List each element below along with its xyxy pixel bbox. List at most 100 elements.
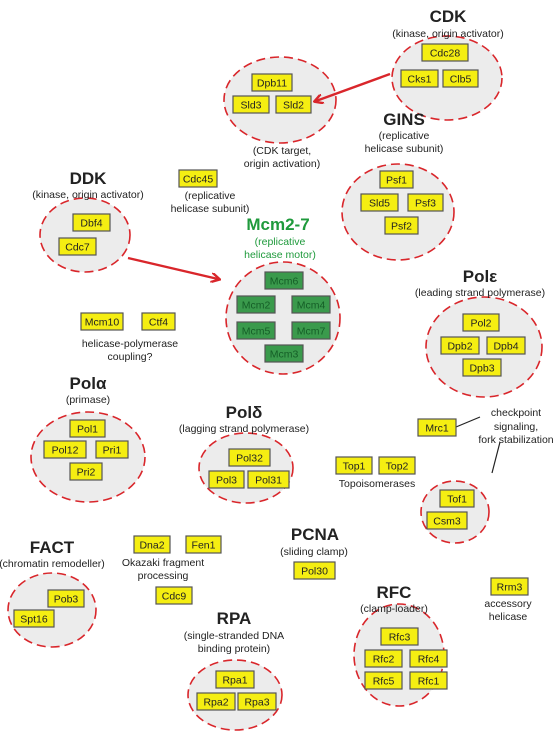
checkpoint-note-line3: fork stabilization <box>478 434 553 446</box>
svg-text:Pob3: Pob3 <box>54 594 79 606</box>
svg-text:Mcm7: Mcm7 <box>297 326 326 338</box>
protein-dna2: Dna2 <box>133 535 171 554</box>
protein-top2: Top2 <box>378 456 416 475</box>
svg-text:Pol12: Pol12 <box>52 445 79 457</box>
ddk-title: DDK <box>70 169 108 188</box>
pole-subtitle: (leading strand polymerase) <box>415 287 545 299</box>
svg-text:Mcm5: Mcm5 <box>242 326 271 338</box>
protein-rfc3: Rfc3 <box>380 627 419 646</box>
svg-text:Dna2: Dna2 <box>139 540 164 552</box>
svg-text:Mcm3: Mcm3 <box>270 349 299 361</box>
svg-text:Top2: Top2 <box>386 461 409 473</box>
accessory-note-line1: accessory <box>484 598 532 610</box>
svg-text:Rpa2: Rpa2 <box>203 697 228 709</box>
svg-text:Rfc4: Rfc4 <box>418 654 440 666</box>
protein-rfc4: Rfc4 <box>409 649 448 668</box>
mcm-subtitle-line2: helicase motor) <box>244 249 316 261</box>
protein-cdc7: Cdc7 <box>58 237 97 256</box>
protein-psf3: Psf3 <box>407 193 444 212</box>
ddk-cluster <box>39 197 131 273</box>
svg-text:Clb5: Clb5 <box>450 74 472 86</box>
gins-subtitle-line2: helicase subunit) <box>365 143 444 155</box>
svg-text:Rfc5: Rfc5 <box>373 676 395 688</box>
svg-text:Sld3: Sld3 <box>240 100 261 112</box>
protein-mcm6: Mcm6 <box>264 271 304 290</box>
accessory-note-line2: helicase <box>489 611 528 623</box>
svg-text:Pri2: Pri2 <box>77 467 96 479</box>
pola-subtitle: (primase) <box>66 394 110 406</box>
protein-rfc1: Rfc1 <box>409 671 448 690</box>
checkpoint-note-line2: signaling, <box>494 421 538 433</box>
svg-text:Cks1: Cks1 <box>408 74 432 86</box>
okazaki-note-line1: Okazaki fragment <box>122 557 204 569</box>
svg-text:Rfc3: Rfc3 <box>389 632 411 644</box>
svg-text:Pol32: Pol32 <box>236 453 263 465</box>
protein-dpb11: Dpb11 <box>251 73 293 92</box>
svg-text:Rpa1: Rpa1 <box>222 675 247 687</box>
protein-rfc2: Rfc2 <box>364 649 403 668</box>
cdk-target-note-line1: (CDK target, <box>253 145 311 157</box>
protein-pol3: Pol3 <box>208 470 245 489</box>
ddk-activation-arrow <box>127 256 218 279</box>
protein-clb5: Clb5 <box>442 69 479 88</box>
gins-cluster <box>341 163 455 261</box>
protein-cdc9: Cdc9 <box>155 586 193 605</box>
rpa-subtitle-line1: (single-stranded DNA <box>184 630 284 642</box>
pcna-subtitle: (sliding clamp) <box>280 546 348 558</box>
protein-tof1: Tof1 <box>439 489 475 508</box>
topo-note: Topoisomerases <box>339 478 415 490</box>
protein-mrc1: Mrc1 <box>417 418 457 437</box>
svg-text:Psf2: Psf2 <box>391 221 412 233</box>
svg-text:Mcm6: Mcm6 <box>270 276 299 288</box>
pcna-title: PCNA <box>291 525 339 544</box>
svg-text:Psf3: Psf3 <box>415 198 436 210</box>
svg-text:Cdc7: Cdc7 <box>65 242 90 254</box>
svg-text:Mcm2: Mcm2 <box>242 300 271 312</box>
protein-rrm3: Rrm3 <box>490 577 529 596</box>
fact-subtitle: (chromatin remodeller) <box>0 558 105 570</box>
pole-title: Polε <box>463 267 498 286</box>
protein-dpb2: Dpb2 <box>440 336 480 355</box>
svg-text:Mrc1: Mrc1 <box>425 423 448 435</box>
pola-cluster <box>30 411 146 503</box>
protein-spt16: Spt16 <box>13 609 55 628</box>
gins-subtitle-line1: (replicative <box>379 130 430 142</box>
svg-text:Pol2: Pol2 <box>470 318 491 330</box>
protein-mcm3: Mcm3 <box>264 344 304 363</box>
protein-pol31: Pol31 <box>247 470 290 489</box>
coupling-note-line1: helicase-polymerase <box>82 338 178 350</box>
protein-mcm5: Mcm5 <box>236 321 276 340</box>
checkpoint-line-tof1 <box>491 441 501 474</box>
mcm-cluster <box>225 261 341 375</box>
protein-mcm2: Mcm2 <box>236 295 276 314</box>
svg-text:Rfc1: Rfc1 <box>418 676 440 688</box>
svg-text:Spt16: Spt16 <box>20 614 48 626</box>
svg-text:Rrm3: Rrm3 <box>497 582 523 594</box>
protein-dpb4: Dpb4 <box>486 336 526 355</box>
protein-pol2: Pol2 <box>462 313 500 332</box>
protein-dbf4: Dbf4 <box>72 213 111 232</box>
protein-top1: Top1 <box>335 456 373 475</box>
svg-text:Ctf4: Ctf4 <box>149 317 168 329</box>
gins-title: GINS <box>383 110 425 129</box>
svg-text:Csm3: Csm3 <box>433 516 461 528</box>
svg-text:Sld5: Sld5 <box>369 198 390 210</box>
protein-rpa3: Rpa3 <box>237 692 277 711</box>
svg-text:Dbf4: Dbf4 <box>80 218 102 230</box>
protein-rfc5: Rfc5 <box>364 671 403 690</box>
pola-title: Polα <box>70 374 107 393</box>
pold-title: Polδ <box>226 403 263 422</box>
rfc-title: RFC <box>377 583 412 602</box>
svg-text:Pol3: Pol3 <box>216 475 237 487</box>
protein-dpb3: Dpb3 <box>462 358 502 377</box>
protein-cks1: Cks1 <box>400 69 439 88</box>
protein-pob3: Pob3 <box>47 589 85 608</box>
protein-fen1: Fen1 <box>185 535 222 554</box>
protein-pri1: Pri1 <box>95 440 129 459</box>
pold-cluster <box>198 432 294 504</box>
svg-text:Cdc9: Cdc9 <box>162 591 187 603</box>
protein-rpa1: Rpa1 <box>215 670 255 689</box>
svg-text:Sld2: Sld2 <box>283 100 304 112</box>
svg-text:Top1: Top1 <box>343 461 366 473</box>
svg-text:Mcm10: Mcm10 <box>85 317 120 329</box>
